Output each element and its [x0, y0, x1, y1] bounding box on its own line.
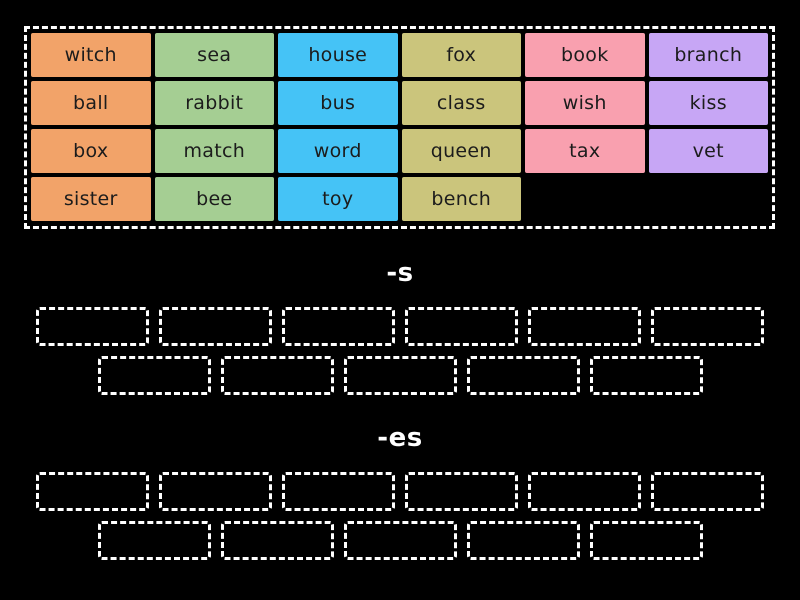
drop-slot-es-8[interactable]	[220, 521, 334, 560]
word-tile-match[interactable]: match	[154, 129, 274, 173]
word-tile-house[interactable]: house	[278, 33, 398, 77]
word-tile-book[interactable]: book	[525, 33, 645, 77]
drop-slot-es-6[interactable]	[651, 472, 764, 511]
word-tile-kiss[interactable]: kiss	[648, 81, 768, 125]
category-s-label: -s	[386, 258, 414, 288]
word-tile-wish[interactable]: wish	[525, 81, 645, 125]
category-s-slot-row-2	[0, 356, 800, 395]
drop-slot-s-9[interactable]	[343, 356, 457, 395]
word-tile-bee[interactable]: bee	[154, 177, 274, 221]
drop-slot-s-1[interactable]	[36, 307, 149, 346]
drop-slot-es-10[interactable]	[466, 521, 580, 560]
drop-slot-es-11[interactable]	[589, 521, 703, 560]
category-es-label: -es	[377, 423, 423, 453]
word-tile-sister[interactable]: sister	[31, 177, 151, 221]
word-tile-branch[interactable]: branch	[648, 33, 768, 77]
category-es-slot-row-1	[0, 472, 800, 511]
drop-slot-s-4[interactable]	[405, 307, 518, 346]
drop-slot-es-2[interactable]	[159, 472, 272, 511]
drop-slot-s-8[interactable]	[220, 356, 334, 395]
drop-slot-s-10[interactable]	[466, 356, 580, 395]
word-tile-box[interactable]: box	[31, 129, 151, 173]
word-tile-ball[interactable]: ball	[31, 81, 151, 125]
category-s-slot-row-1	[0, 307, 800, 346]
drop-slot-s-5[interactable]	[528, 307, 641, 346]
word-tile-bus[interactable]: bus	[278, 81, 398, 125]
word-tile-vet[interactable]: vet	[648, 129, 768, 173]
drop-slot-s-3[interactable]	[282, 307, 395, 346]
word-tile-sea[interactable]: sea	[154, 33, 274, 77]
word-tile-fox[interactable]: fox	[401, 33, 521, 77]
drop-slot-s-2[interactable]	[159, 307, 272, 346]
drop-slot-s-7[interactable]	[97, 356, 211, 395]
word-tile-class[interactable]: class	[401, 81, 521, 125]
drop-slot-es-5[interactable]	[528, 472, 641, 511]
drop-slot-s-6[interactable]	[651, 307, 764, 346]
word-tile-witch[interactable]: witch	[31, 33, 151, 77]
word-tile-bench[interactable]: bench	[401, 177, 521, 221]
drop-slot-es-9[interactable]	[343, 521, 457, 560]
word-tile-tax[interactable]: tax	[525, 129, 645, 173]
category-es-slot-row-2	[0, 521, 800, 560]
word-tile-toy[interactable]: toy	[278, 177, 398, 221]
word-tile-rabbit[interactable]: rabbit	[154, 81, 274, 125]
drop-slot-s-11[interactable]	[589, 356, 703, 395]
word-tile-word[interactable]: word	[278, 129, 398, 173]
drop-slot-es-3[interactable]	[282, 472, 395, 511]
word-tile-queen[interactable]: queen	[401, 129, 521, 173]
drop-slot-es-1[interactable]	[36, 472, 149, 511]
drop-slot-es-7[interactable]	[97, 521, 211, 560]
drop-slot-es-4[interactable]	[405, 472, 518, 511]
